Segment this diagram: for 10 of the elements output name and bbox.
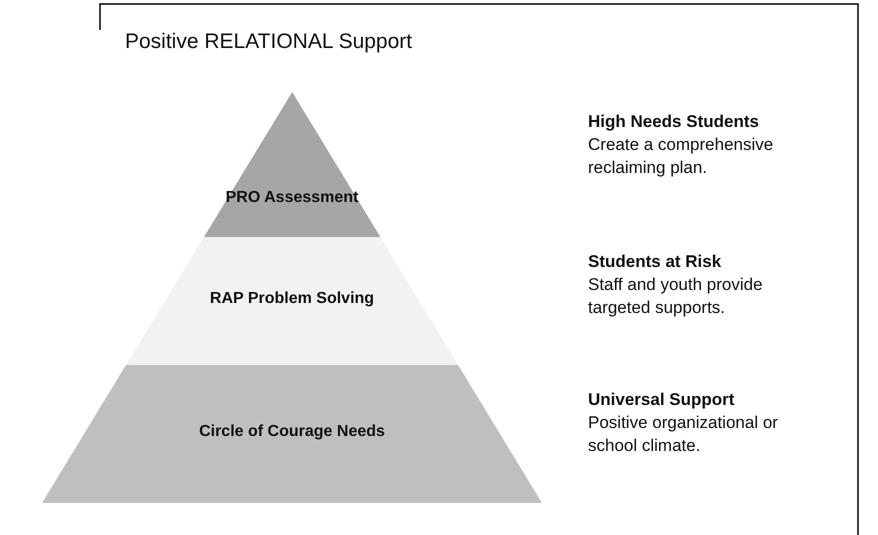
tier-description: Create a comprehensive reclaiming plan. [588, 134, 774, 179]
tier-label: PRO Assessment [224, 188, 360, 206]
tier-label: Circle of Courage Needs [198, 423, 386, 441]
tier-description: Positive organizational or school climate. [588, 412, 779, 457]
tier-label: RAP Problem Solving [208, 290, 376, 308]
tier-heading: Students at Risk [588, 251, 722, 273]
tier-heading: Universal Support [588, 389, 736, 411]
tier-heading: High Needs Students [588, 111, 760, 133]
tier-description: Staff and youth provide targeted supports. [588, 274, 764, 319]
title: Positive RELATIONAL Support [125, 30, 412, 54]
